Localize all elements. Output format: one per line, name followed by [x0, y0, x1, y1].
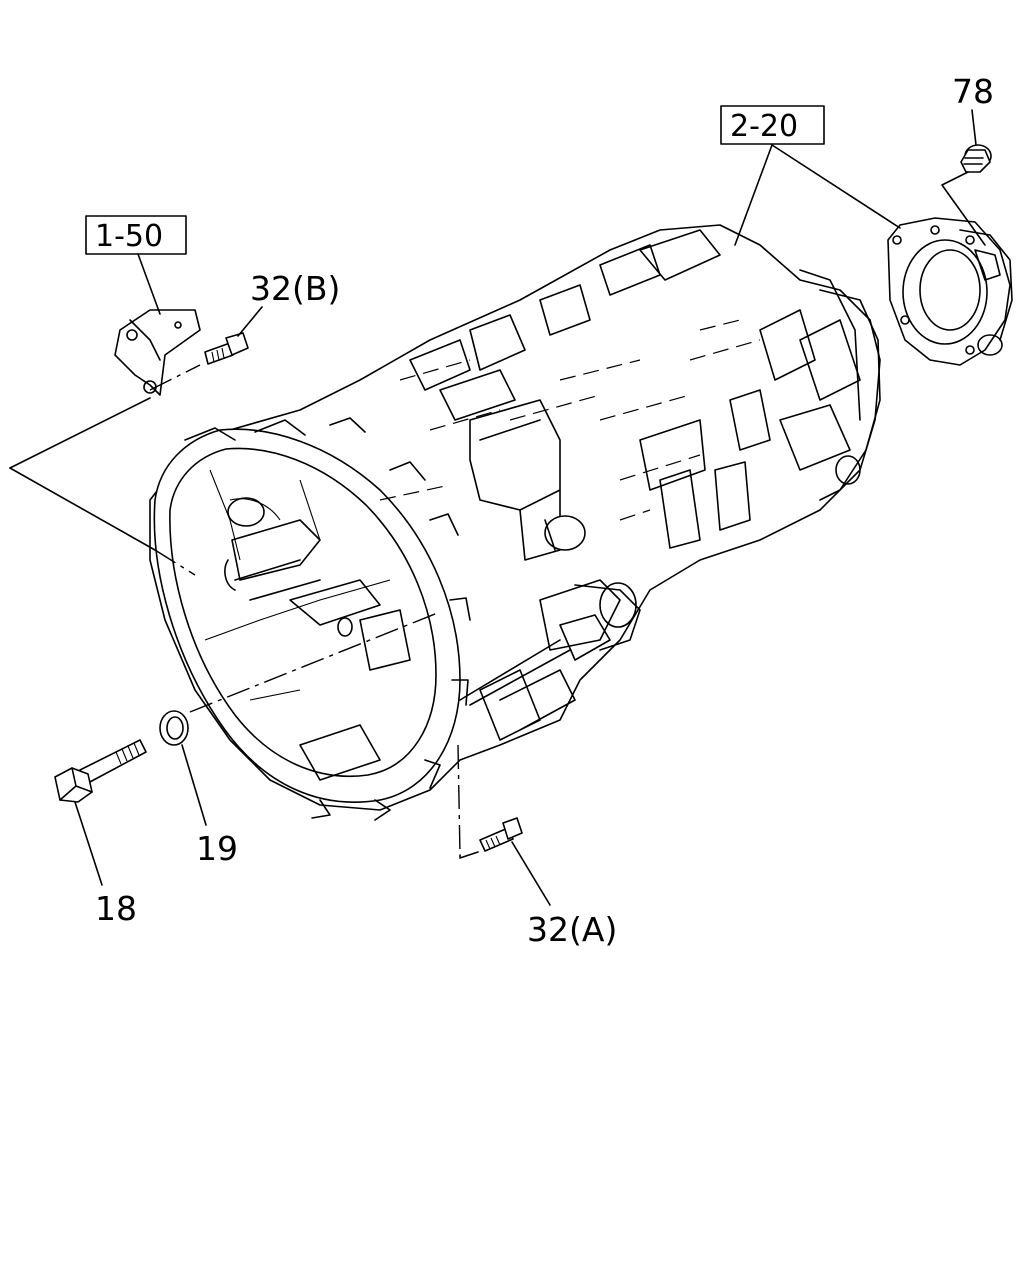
mounting-bracket-part	[114, 309, 201, 396]
bolt-32a-part	[479, 817, 523, 852]
leader-lines	[9, 109, 986, 906]
drain-plug-part	[960, 144, 992, 173]
callout-ref-2-20: 2-20	[730, 109, 798, 144]
ref-box-1-50	[85, 215, 187, 255]
callout-ref-1-50: 1-50	[95, 219, 163, 254]
washer-part	[159, 710, 189, 746]
callout-part-32a: 32(A)	[527, 910, 617, 949]
transmission-assembly	[149, 224, 881, 821]
callout-part-32b: 32(B)	[250, 269, 340, 308]
callout-part-78: 78	[952, 72, 994, 111]
long-bolt-part	[54, 739, 147, 803]
ref-box-2-20	[720, 105, 825, 145]
bolt-32b-part	[204, 332, 249, 365]
rear-cover-part	[887, 217, 1013, 366]
callout-part-19: 19	[196, 829, 238, 868]
callout-part-18: 18	[95, 889, 137, 928]
